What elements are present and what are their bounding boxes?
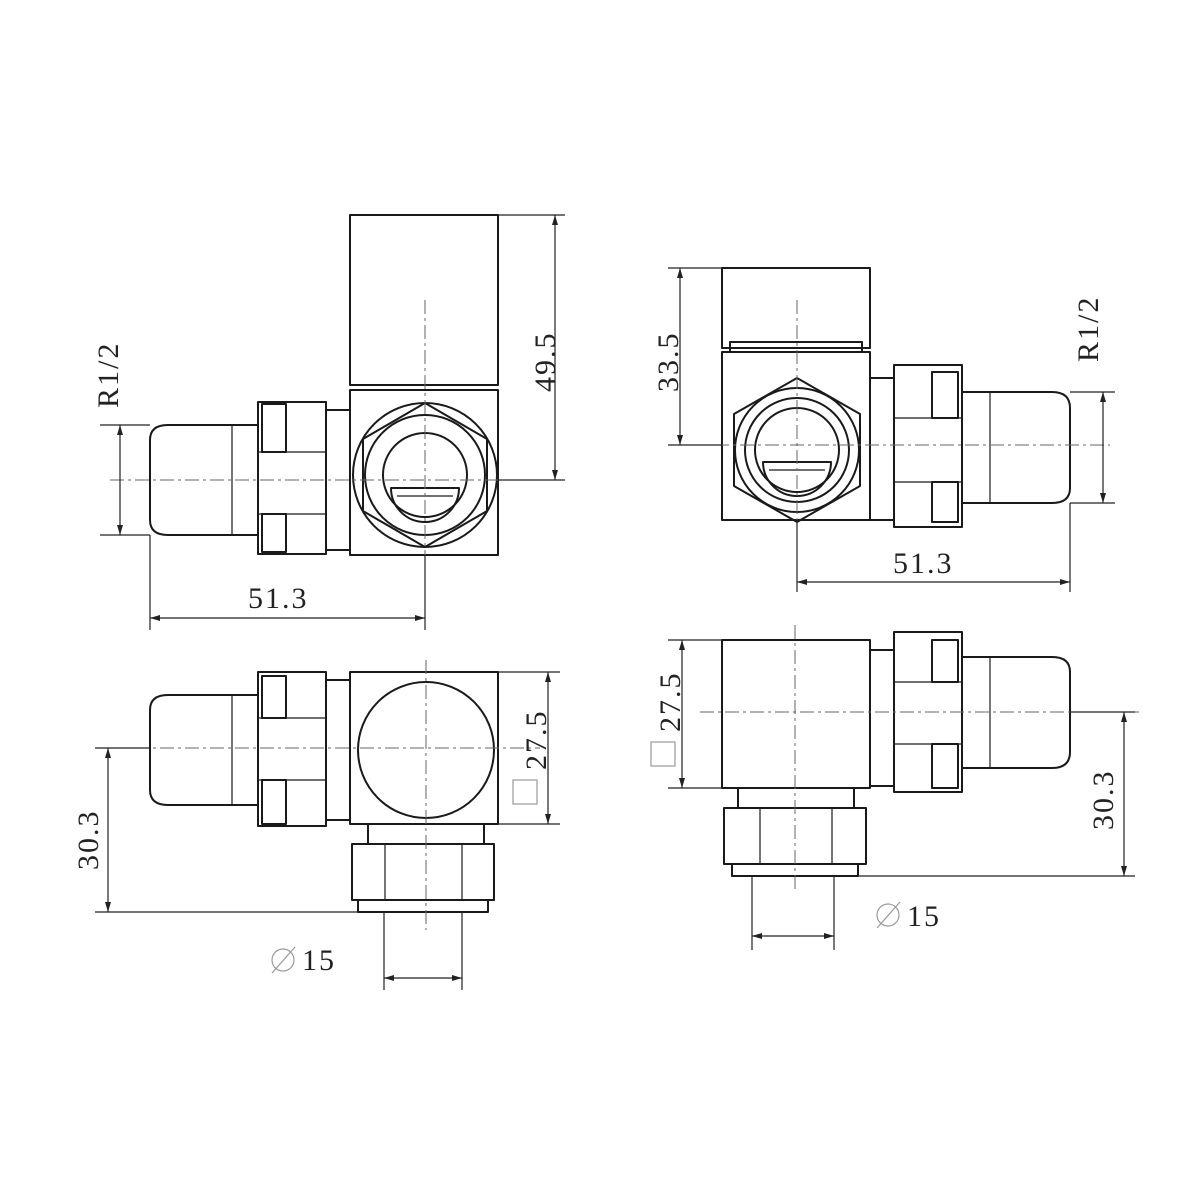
hex-nut: [257, 401, 327, 555]
diameter-icon: [876, 901, 901, 929]
view-bottom-right: 27.5 30.3 15: [650, 625, 1140, 950]
dim-27-5: 27.5: [520, 710, 553, 771]
valve-cap: [349, 214, 499, 386]
square-symbol-icon: [512, 779, 538, 805]
threaded-tail: [149, 694, 258, 806]
dim-30-3: 30.3: [72, 810, 105, 871]
dim-51-3: 51.3: [248, 582, 309, 615]
view-top-left: 49.5 R1/2 51.3: [92, 214, 565, 630]
dim-30-3: 30.3: [1087, 770, 1120, 831]
valve-cap: [721, 267, 871, 349]
dim-49-5: 49.5: [529, 332, 562, 393]
spindle-slot: [762, 461, 832, 497]
threaded-tail: [962, 391, 1071, 504]
compression-nut: [351, 843, 495, 901]
dim-33-5: 33.5: [652, 332, 685, 393]
square-symbol-icon: [650, 741, 676, 767]
threaded-tail: [149, 424, 258, 536]
dim-15: 15: [302, 944, 336, 977]
hex-nut: [893, 364, 963, 528]
thread-label-r1-2: R1/2: [1072, 296, 1105, 362]
spindle-slot: [390, 487, 460, 523]
view-top-right: 33.5 R1/2 51.3: [652, 267, 1115, 592]
dim-27-5: 27.5: [654, 672, 687, 733]
view-bottom-left: 27.5 30.3 15: [72, 660, 560, 990]
hex-nut: [257, 671, 327, 827]
diameter-icon: [271, 946, 296, 974]
dim-51-3: 51.3: [893, 547, 954, 580]
thread-label-r1-2: R1/2: [92, 342, 125, 408]
dim-15: 15: [907, 900, 941, 933]
union-nut-hex: [362, 402, 488, 548]
valve-body: [721, 639, 871, 789]
